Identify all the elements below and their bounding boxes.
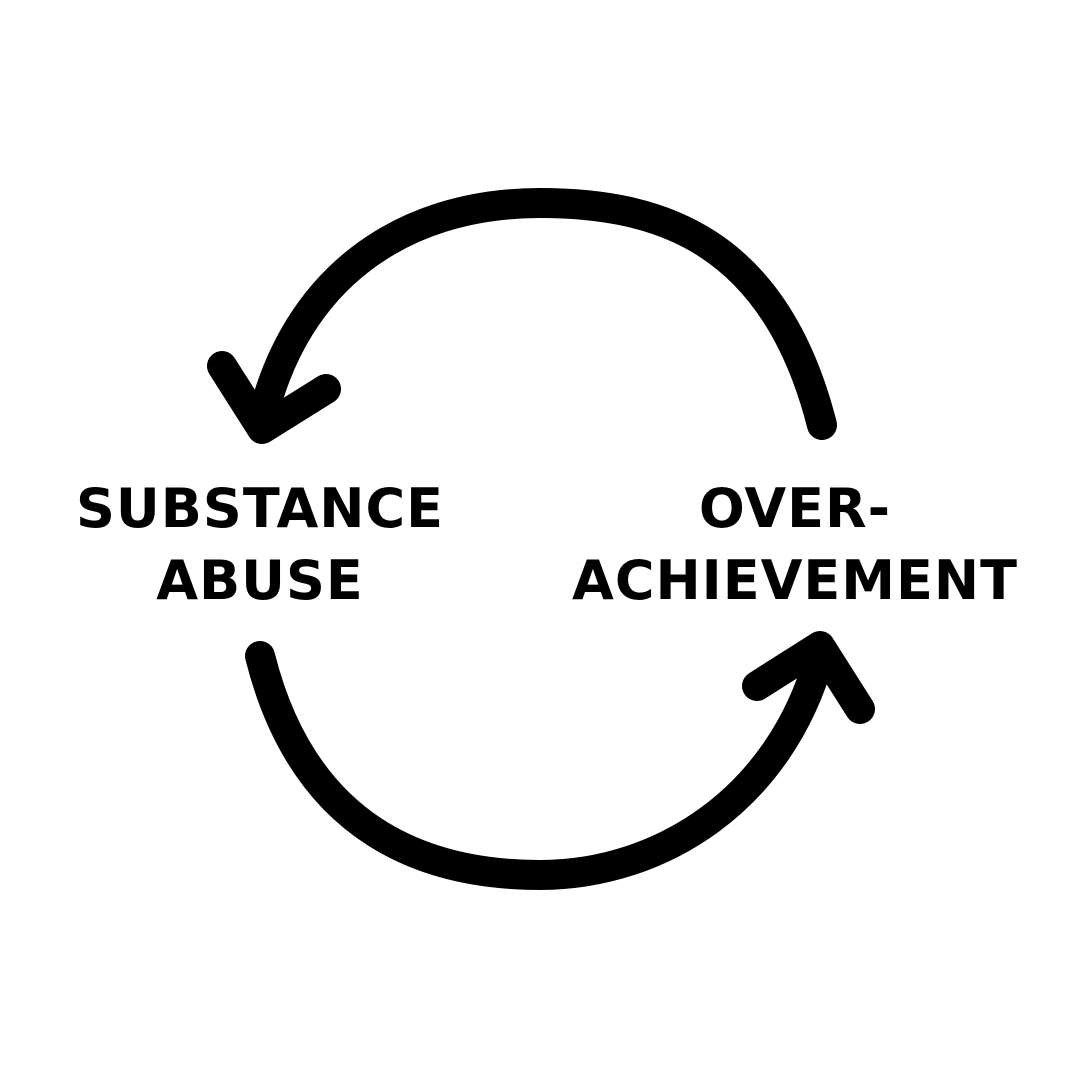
- bottom-arrowhead-icon: [742, 631, 875, 724]
- substance-abuse-line-1: SUBSTANCE: [76, 477, 444, 540]
- substance-abuse-label: SUBSTANCE ABUSE: [70, 473, 450, 617]
- top-arc-arrow: [247, 188, 837, 440]
- over-achievement-label: OVER- ACHIEVEMENT: [560, 473, 1030, 617]
- top-arrowhead-icon: [207, 351, 341, 444]
- bottom-arc-arrow: [245, 641, 835, 890]
- substance-abuse-line-2: ABUSE: [156, 549, 364, 612]
- over-achievement-line-1: OVER-: [698, 477, 892, 540]
- over-achievement-line-2: ACHIEVEMENT: [572, 549, 1018, 612]
